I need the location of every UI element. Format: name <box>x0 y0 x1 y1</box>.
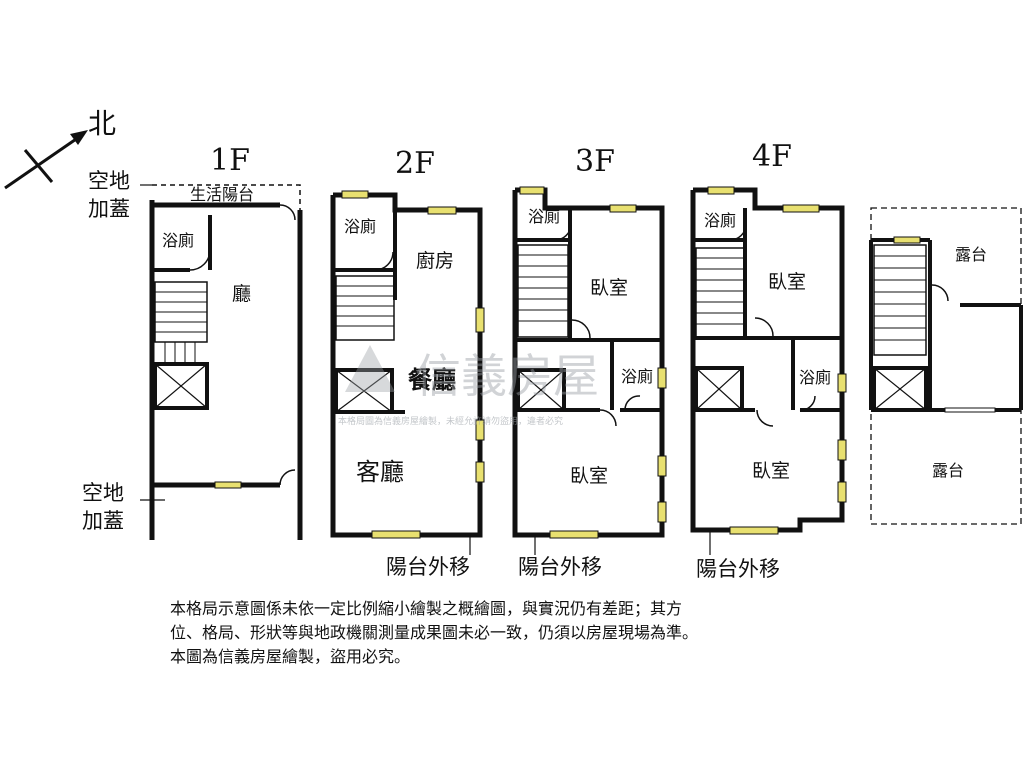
label-1f-top-annex-line1: 空地 <box>88 169 130 193</box>
watermark-brand: 信義房屋 <box>415 349 599 403</box>
window-3f-top-right <box>609 204 637 213</box>
disclaimer-line-1: 本格局示意圖係未依一定比例縮小繪製之概繪圖，與實況仍有差距；其方 <box>170 599 683 618</box>
label-roof-terrace-bottom: 露台 <box>932 461 964 480</box>
label-2f-bath: 浴廁 <box>344 217 376 236</box>
floor-title-4f: 4F <box>752 139 792 174</box>
watermark-notice: 本格局圖為信義房屋繪製，未經允許請勿盜用，違者必究 <box>338 415 563 427</box>
label-roof-terrace-top: 露台 <box>955 245 987 264</box>
window-3f-bottom <box>549 530 599 539</box>
label-3f-bath-top: 浴廁 <box>528 207 560 226</box>
floor-3f-plan <box>512 187 665 538</box>
label-2f-kitchen: 廚房 <box>416 249 454 272</box>
window-1f-bottom <box>214 481 242 489</box>
window-4f-right-1 <box>837 373 847 393</box>
label-3f-bedroom-top: 臥室 <box>590 277 628 299</box>
compass-label: 北 <box>88 107 116 140</box>
disclaimer-text: 本格局示意圖係未依一定比例縮小繪製之概繪圖，與實況仍有差距；其方 位、格局、形狀… <box>170 597 870 669</box>
window-2f-top-right <box>427 206 457 215</box>
window-4f-right-2 <box>837 439 847 461</box>
window-3f-top-left <box>519 186 545 195</box>
disclaimer-line-2: 位、格局、形狀等與地政機關測量成果圖未必一致，仍須以房屋現場為準。 <box>170 623 699 642</box>
label-1f-bottom-annex-line1: 空地 <box>82 481 124 505</box>
label-3f-bedroom-bottom: 臥室 <box>570 465 608 487</box>
floor-1f-plan <box>140 184 303 540</box>
floor-4f-plan <box>690 187 845 533</box>
watermark-logo-icon <box>345 345 395 392</box>
compass-arrow-shaft <box>4 133 83 190</box>
label-1f-hall: 廳 <box>232 283 251 305</box>
window-3f-right-3 <box>657 501 667 523</box>
label-4f-bath-top: 浴廁 <box>704 211 736 230</box>
compass-arrow-head <box>70 130 88 145</box>
label-2f-balcony-note: 陽台外移 <box>386 555 470 579</box>
window-2f-top-left <box>341 190 369 199</box>
window-4f-top-right <box>782 204 820 213</box>
label-1f-bath: 浴廁 <box>162 231 194 250</box>
label-1f-bottom-annex-line2: 加蓋 <box>82 509 124 533</box>
compass-cross-bar <box>23 149 54 183</box>
window-2f-right-2 <box>475 419 485 441</box>
window-roof-top <box>893 236 921 244</box>
floor-title-3f: 3F <box>575 144 615 179</box>
north-compass: 北 <box>4 107 116 190</box>
floor-title-1f: 1F <box>210 143 250 178</box>
window-3f-right-1 <box>657 367 667 389</box>
window-2f-right-1 <box>475 307 485 333</box>
window-2f-bottom <box>371 530 421 539</box>
sliding-door-roof <box>944 407 996 413</box>
window-4f-right-3 <box>837 481 847 503</box>
window-2f-right-3 <box>475 461 485 483</box>
window-4f-bottom <box>729 526 779 535</box>
label-2f-living: 客廳 <box>356 458 404 486</box>
label-4f-bedroom-bottom: 臥室 <box>752 460 790 482</box>
floor-2f-plan <box>330 192 483 538</box>
window-3f-right-2 <box>657 455 667 477</box>
disclaimer-line-3: 本圖為信義房屋繪製，盜用必究。 <box>170 647 411 666</box>
label-3f-balcony-note: 陽台外移 <box>518 555 602 579</box>
label-4f-bath-mid: 浴廁 <box>799 368 831 387</box>
label-3f-bath-mid: 浴廁 <box>621 367 653 386</box>
watermark: 信義房屋 本格局圖為信義房屋繪製，未經允許請勿盜用，違者必究 <box>338 345 599 427</box>
label-2f-dining: 餐廳 <box>408 366 456 394</box>
floor-title-2f: 2F <box>395 146 435 181</box>
label-4f-bedroom-top: 臥室 <box>768 271 806 293</box>
window-4f-top-left <box>707 186 735 195</box>
label-4f-balcony-note: 陽台外移 <box>696 557 780 581</box>
label-1f-top-annex-line2: 加蓋 <box>88 197 130 221</box>
label-1f-balcony: 生活陽台 <box>190 185 254 204</box>
